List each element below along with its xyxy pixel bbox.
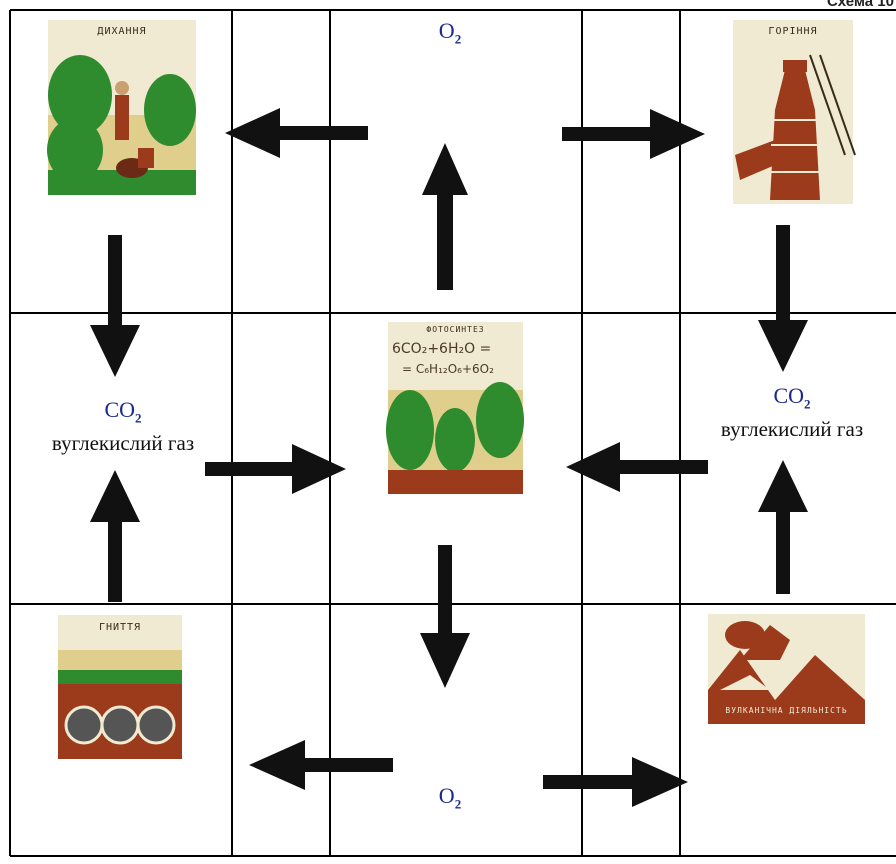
co2-right-label: CO2 вуглекислий газ [694,384,890,442]
o2-bottom-label: O2 [430,783,470,812]
co2-formula: CO [104,397,136,422]
photosynthesis-equation-line-2: = C₆H₁₂O₆+6O₂ [402,362,494,376]
arrow-down [90,235,140,377]
respiration-poster [47,20,196,195]
co2-description: вуглекислий газ [720,417,864,442]
combustion-poster [733,20,856,204]
decay-poster [58,615,182,759]
co2-left-label: CO2 вуглекислий газ [28,398,218,456]
o2-subscript: 2 [454,796,462,812]
co2-subscript: 2 [804,396,811,412]
decay-title: ГНИТТЯ [98,622,142,633]
arrow-left [249,740,393,790]
diagram-title-fragment: Схема 10 [826,0,894,10]
arrow-down [420,545,470,688]
o2-formula: O [438,783,455,808]
volcanic-poster [708,614,865,724]
arrow-left [225,108,368,158]
grid [9,9,896,857]
o2-formula: O [438,18,455,43]
arrow-up [90,470,140,602]
arrow-right [543,757,688,807]
co2-subscript: 2 [135,410,142,426]
respiration-title: ДИХАННЯ [97,26,147,37]
arrow-left [566,442,708,492]
photosynthesis-equation-line-1: 6CO₂+6H₂O = [392,341,492,357]
combustion-title: ГОРІННЯ [768,26,818,37]
o2-top-label: O2 [430,18,470,47]
arrows [90,108,808,807]
photosynthesis-poster [386,322,524,494]
co2-formula: CO [773,383,805,408]
co2-description: вуглекислий газ [51,431,195,456]
arrow-down [758,225,808,372]
arrow-right [205,444,346,494]
arrow-up [758,460,808,594]
arrow-up [422,143,468,290]
photosynthesis-title: ФОТОСИНТЕЗ [426,325,485,334]
o2-subscript: 2 [454,31,462,47]
volcanic-title: ВУЛКАНІЧНА ДІЯЛЬНІСТЬ [725,706,848,715]
arrow-right [562,109,705,159]
